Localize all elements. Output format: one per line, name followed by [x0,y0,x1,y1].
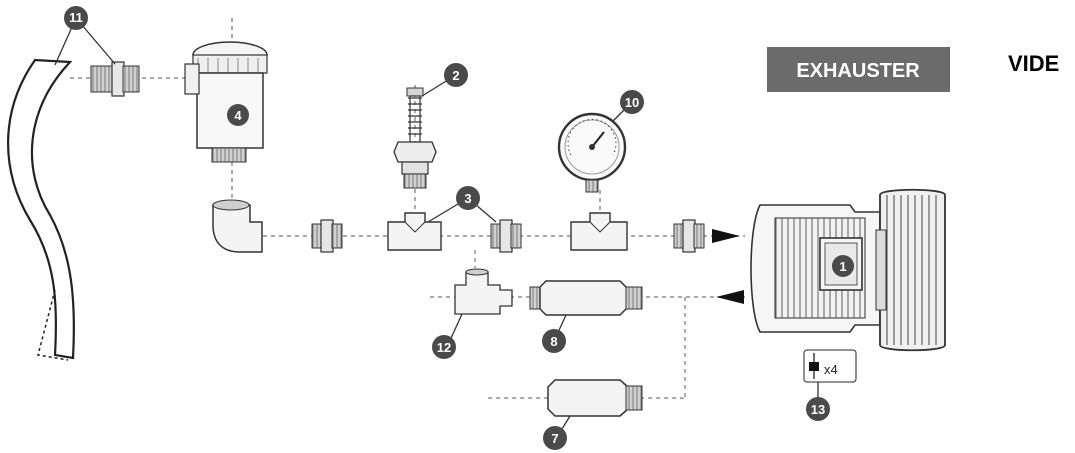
arrow-left-icon [716,290,744,304]
callout-badge-4: 4 [227,104,249,126]
exhauster-label-text: EXHAUSTER [796,60,920,82]
callout-badge-13: 13 [806,397,830,421]
vide-label: VIDE [1008,51,1059,76]
tee-icon [454,268,513,315]
tee-icon [570,212,628,251]
nipple-fitting-icon [490,219,522,253]
svg-text:10: 10 [625,95,639,110]
blower-icon [750,188,946,352]
svg-text:2: 2 [452,68,459,83]
filter-icon [184,41,268,163]
arrow-right-icon [712,229,740,243]
callout-badge-8: 8 [542,329,566,353]
svg-text:4: 4 [234,108,242,123]
callout-badge-12: 12 [432,335,456,359]
elbow-icon [212,199,263,253]
nipple-fitting-icon [673,219,705,253]
exhauster-label: EXHAUSTER [767,47,950,92]
tee-icon [387,212,442,251]
valve-icon [393,87,437,189]
nipple-fitting-icon [90,61,140,97]
gauge-icon [557,112,627,193]
svg-text:7: 7 [551,431,558,446]
mount-quantity-label: x4 [824,362,838,377]
callout-badge-7: 7 [543,426,567,450]
callout-badge-3: 3 [456,186,480,210]
svg-text:11: 11 [69,10,83,25]
hose-icon [7,58,75,361]
vibration-mount-icon: x4 [803,349,857,383]
svg-text:8: 8 [550,334,557,349]
svg-text:3: 3 [464,191,471,206]
callout-badge-1: 1 [832,255,854,277]
svg-text:1: 1 [839,259,846,274]
silencer-icon [547,379,643,417]
nipple-fitting-icon [311,219,343,253]
callout-badge-10: 10 [620,90,644,114]
silencer-icon [529,280,643,316]
callout-badge-2: 2 [444,63,468,87]
svg-text:12: 12 [437,340,451,355]
svg-text:13: 13 [811,402,825,417]
callout-badge-11: 11 [64,6,88,30]
assembly-axis-lines [70,18,745,399]
